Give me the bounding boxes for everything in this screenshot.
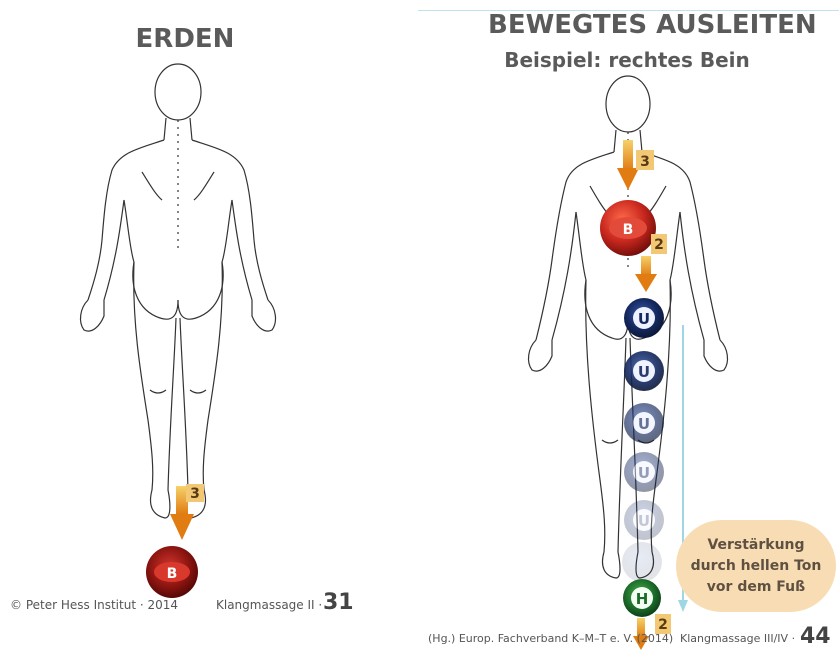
left-arrow-number: 3 bbox=[190, 486, 200, 502]
left-page-number: 31 bbox=[323, 590, 354, 615]
left-book-title: Klangmassage II · bbox=[216, 598, 322, 612]
right-page-title: BEWEGTES AUSLEITEN bbox=[488, 10, 778, 40]
right-bowl-u-6 bbox=[622, 542, 662, 582]
right-bowl-u-4: U bbox=[624, 452, 664, 492]
callout-bubble: Verstärkung durch hellen Ton vor dem Fuß bbox=[676, 520, 836, 612]
right-page-number: 44 bbox=[800, 624, 831, 649]
right-publisher: (Hg.) Europ. Fachverband K–M–T e. V. (20… bbox=[428, 632, 673, 645]
right-book-title: Klangmassage III/IV · bbox=[680, 632, 795, 645]
right-bowl-u-1: U bbox=[624, 298, 664, 338]
svg-text:U: U bbox=[638, 363, 650, 381]
right-bowl-b-label: B bbox=[623, 222, 634, 238]
left-copyright: © Peter Hess Institut · 2014 bbox=[10, 598, 178, 612]
right-page-subtitle: Beispiel: rechtes Bein bbox=[502, 48, 752, 72]
svg-text:U: U bbox=[638, 415, 650, 433]
right-arrow-number-2b: 2 bbox=[658, 617, 668, 633]
right-bowl-u-3: U bbox=[624, 403, 664, 443]
right-arrow-number-3: 3 bbox=[640, 154, 650, 170]
left-bowl-label: B bbox=[167, 566, 178, 582]
callout-line-3: vor dem Fuß bbox=[676, 577, 836, 598]
right-bowl-u-5: U bbox=[624, 500, 664, 540]
right-bowl-u-2: U bbox=[624, 351, 664, 391]
right-bowl-h-label: H bbox=[636, 590, 649, 608]
left-body-outline bbox=[81, 64, 276, 518]
svg-text:U: U bbox=[638, 310, 650, 328]
callout-line-2: durch hellen Ton bbox=[676, 556, 836, 577]
callout-line-1: Verstärkung bbox=[676, 535, 836, 556]
right-arrow-number-2a: 2 bbox=[654, 237, 664, 253]
svg-text:U: U bbox=[638, 464, 650, 482]
svg-text:U: U bbox=[638, 512, 650, 530]
